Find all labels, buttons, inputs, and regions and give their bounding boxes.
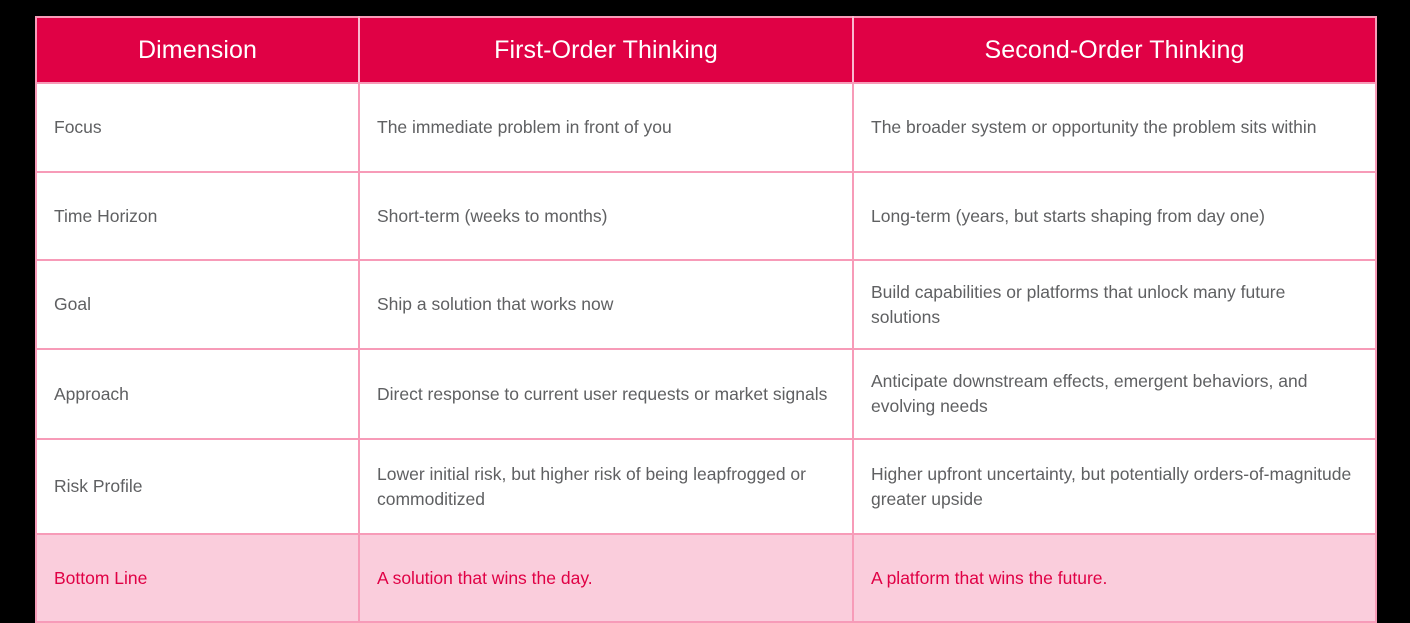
table-row: Approach Direct response to current user… [36,349,1376,440]
cell-first-order: Short-term (weeks to months) [359,172,854,261]
comparison-table: Dimension First-Order Thinking Second-Or… [35,16,1377,623]
cell-dimension: Bottom Line [36,534,360,622]
comparison-table-container: Dimension First-Order Thinking Second-Or… [35,16,1377,623]
table-row: Goal Ship a solution that works now Buil… [36,260,1376,350]
table-row: Time Horizon Short-term (weeks to months… [36,172,1376,261]
cell-first-order: Direct response to current user requests… [359,349,854,440]
table-row: Focus The immediate problem in front of … [36,83,1376,173]
cell-second-order: Long-term (years, but starts shaping fro… [853,172,1376,261]
table-header-row: Dimension First-Order Thinking Second-Or… [36,17,1376,84]
cell-dimension: Focus [36,83,360,173]
cell-dimension: Time Horizon [36,172,360,261]
column-header-second-order: Second-Order Thinking [853,17,1376,84]
cell-second-order: Higher upfront uncertainty, but potentia… [853,439,1376,535]
cell-first-order: Lower initial risk, but higher risk of b… [359,439,854,535]
cell-first-order: Ship a solution that works now [359,260,854,350]
cell-first-order: A solution that wins the day. [359,534,854,622]
table-row-bottom-line: Bottom Line A solution that wins the day… [36,534,1376,622]
column-header-dimension: Dimension [36,17,360,84]
cell-dimension: Approach [36,349,360,440]
cell-second-order: The broader system or opportunity the pr… [853,83,1376,173]
table-body: Focus The immediate problem in front of … [36,83,1376,622]
screenshot-canvas: Dimension First-Order Thinking Second-Or… [35,16,1377,623]
table-row: Risk Profile Lower initial risk, but hig… [36,439,1376,535]
cell-second-order: Build capabilities or platforms that unl… [853,260,1376,350]
cell-second-order: Anticipate downstream effects, emergent … [853,349,1376,440]
cell-first-order: The immediate problem in front of you [359,83,854,173]
cell-dimension: Risk Profile [36,439,360,535]
cell-dimension: Goal [36,260,360,350]
cell-second-order: A platform that wins the future. [853,534,1376,622]
column-header-first-order: First-Order Thinking [359,17,854,84]
table-header: Dimension First-Order Thinking Second-Or… [36,17,1376,84]
